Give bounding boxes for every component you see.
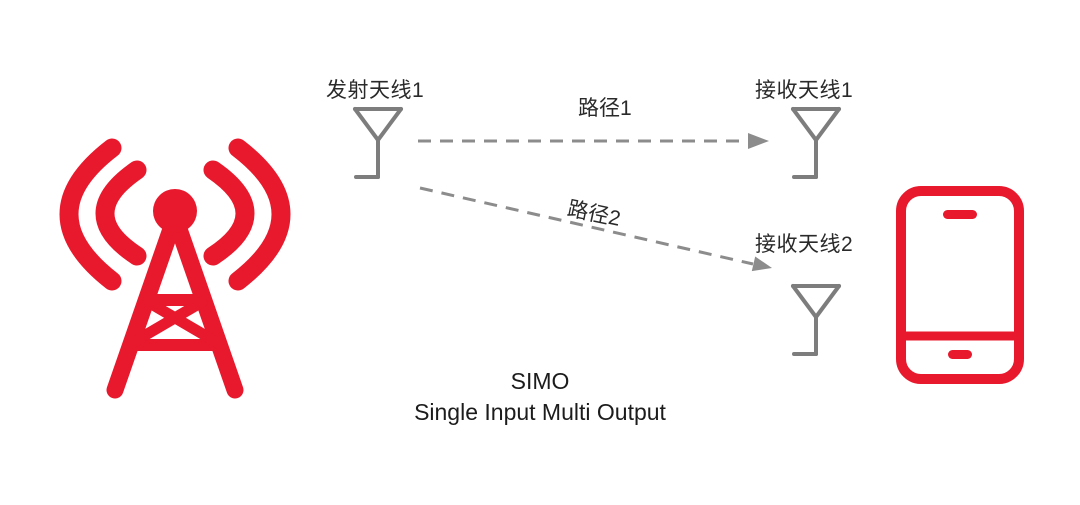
rx-antenna2-label: 接收天线2	[755, 233, 854, 256]
caption-acronym: SIMO	[510, 368, 570, 394]
path1-label: 路径1	[578, 97, 632, 120]
tx-antenna-icon	[352, 106, 404, 180]
rx-antenna1-label: 接收天线1	[755, 79, 854, 102]
rx-antenna2-icon	[790, 283, 842, 357]
smartphone-icon	[896, 186, 1024, 384]
path1-arrowhead-icon	[748, 133, 769, 149]
broadcast-tower-icon	[52, 130, 302, 402]
rx-antenna1-icon	[790, 106, 842, 180]
tx-antenna-label: 发射天线1	[326, 79, 425, 102]
caption: SIMO Single Input Multi Output	[0, 366, 1080, 428]
path2-label: 路径2	[565, 197, 623, 231]
path2-arrowhead-icon	[751, 256, 772, 272]
caption-full-name: Single Input Multi Output	[414, 399, 666, 425]
